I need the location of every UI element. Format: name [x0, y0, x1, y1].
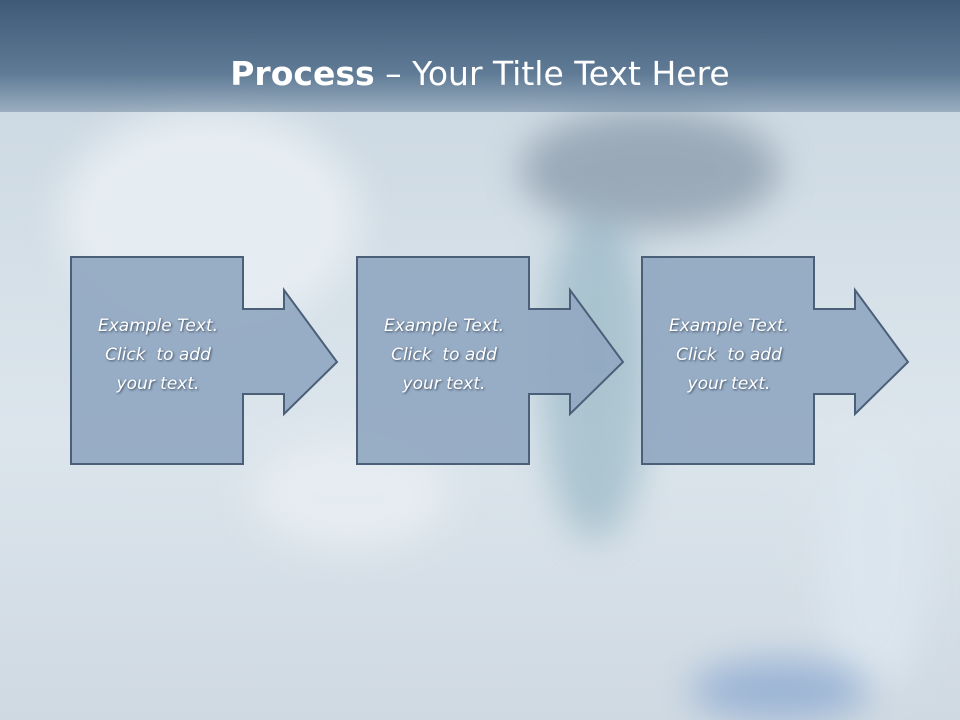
title-bold: Process — [230, 54, 375, 93]
step-arrow-icon — [641, 256, 910, 465]
microscope-shape — [520, 110, 780, 230]
step-2-line-1: Example Text. — [383, 316, 505, 336]
step-1-line-1: Example Text. — [97, 316, 219, 336]
step-arrow-icon — [356, 256, 625, 465]
title-separator: – — [374, 54, 413, 93]
beaker-shape — [820, 430, 930, 690]
step-2-line-2: Click to add — [391, 345, 497, 365]
step-3-line-1: Example Text. — [668, 316, 790, 336]
step-3-line-2: Click to add — [676, 345, 782, 365]
step-3-line-3: your text. — [687, 374, 771, 394]
step-1-line-3: your text. — [116, 374, 200, 394]
step-3-text[interactable]: Example Text. Click to add your text. — [645, 312, 813, 399]
process-step-2[interactable]: Example Text. Click to add your text. — [356, 256, 626, 468]
step-arrow-icon — [70, 256, 339, 465]
step-2-line-3: your text. — [402, 374, 486, 394]
step-2-text[interactable]: Example Text. Click to add your text. — [360, 312, 528, 399]
title-bar — [0, 0, 960, 112]
process-step-1[interactable]: Example Text. Click to add your text. — [70, 256, 340, 468]
step-1-line-2: Click to add — [105, 345, 211, 365]
step-1-text[interactable]: Example Text. Click to add your text. — [74, 312, 242, 399]
title-rest: Your Title Text Here — [412, 54, 730, 93]
slide-title[interactable]: Process – Your Title Text Here — [0, 52, 960, 96]
blue-liquid-shape — [690, 660, 870, 720]
process-step-3[interactable]: Example Text. Click to add your text. — [641, 256, 911, 468]
